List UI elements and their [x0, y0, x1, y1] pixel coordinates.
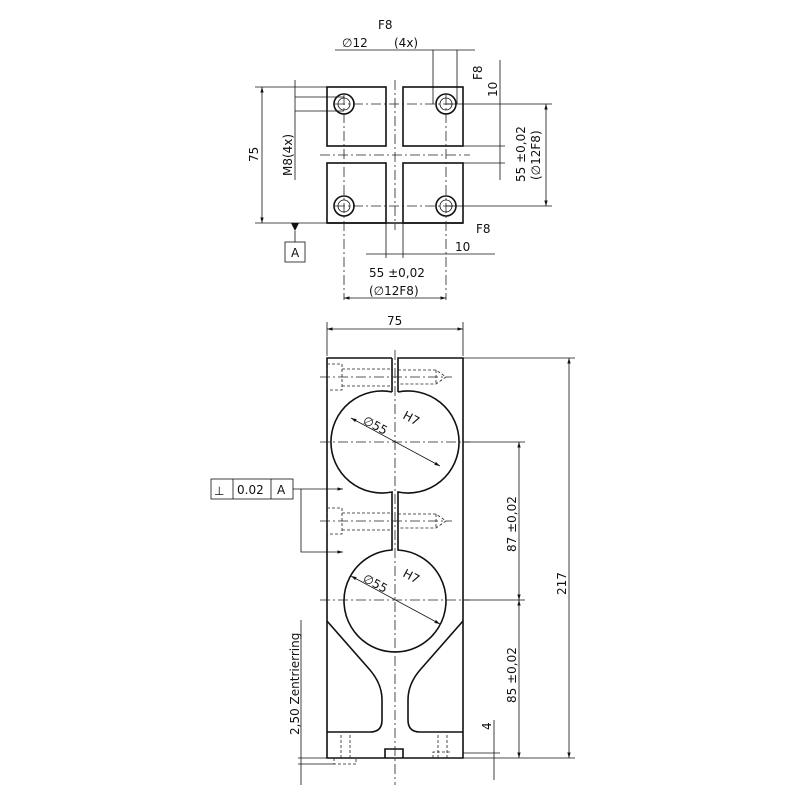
bore-spacing-label: 87 ±0,02 — [505, 496, 519, 552]
width-label: 75 — [387, 314, 402, 328]
lower-spacing-label: 85 ±0,02 — [505, 647, 519, 703]
total-height-label: 217 — [555, 572, 569, 595]
datum-triangle-icon — [291, 223, 299, 231]
hole-count-label: (4x) — [394, 36, 418, 50]
datum-label: A — [291, 246, 300, 260]
top-view: F8 ∅12 (4x) F8 10 55 ±0,02 (∅12F8) 75 M8… — [247, 18, 552, 300]
hidden-screw — [326, 363, 452, 765]
tolerance-datum: A — [277, 483, 286, 497]
centering-label: 2,50 Zentrierring — [288, 633, 302, 735]
tolerance-value: 0.02 — [237, 483, 264, 497]
hole-dia-label: ∅12 — [342, 36, 368, 50]
right-gap-label: 10 — [486, 82, 500, 97]
bottom-spacing-note: (∅12F8) — [369, 284, 419, 298]
bottom-gap-label: 10 — [455, 240, 470, 254]
perpendicularity-icon: ⊥ — [214, 484, 224, 498]
height-label: 75 — [247, 147, 261, 162]
thread-label: M8(4x) — [281, 134, 295, 176]
front-view: 75 ∅55 H7 ∅55 H7 217 87 ±0,02 85 ±0,02 4… — [210, 314, 575, 785]
bore1-dia-label: ∅55 — [361, 413, 390, 437]
hole-fit-label: F8 — [378, 18, 393, 32]
right-spacing-label: 55 ±0,02 — [514, 126, 528, 182]
tolerance-frame: ⊥ 0.02 A — [210, 478, 343, 554]
bore2-fit-label: H7 — [401, 566, 422, 586]
bore2-dia-label: ∅55 — [361, 571, 390, 595]
right-fit-label: F8 — [471, 65, 485, 80]
bottom-fit-label: F8 — [476, 222, 491, 236]
right-spacing-note: (∅12F8) — [529, 130, 543, 180]
flange-label: 4 — [480, 722, 494, 730]
bore1-fit-label: H7 — [401, 408, 422, 428]
bottom-spacing-label: 55 ±0,02 — [369, 266, 425, 280]
